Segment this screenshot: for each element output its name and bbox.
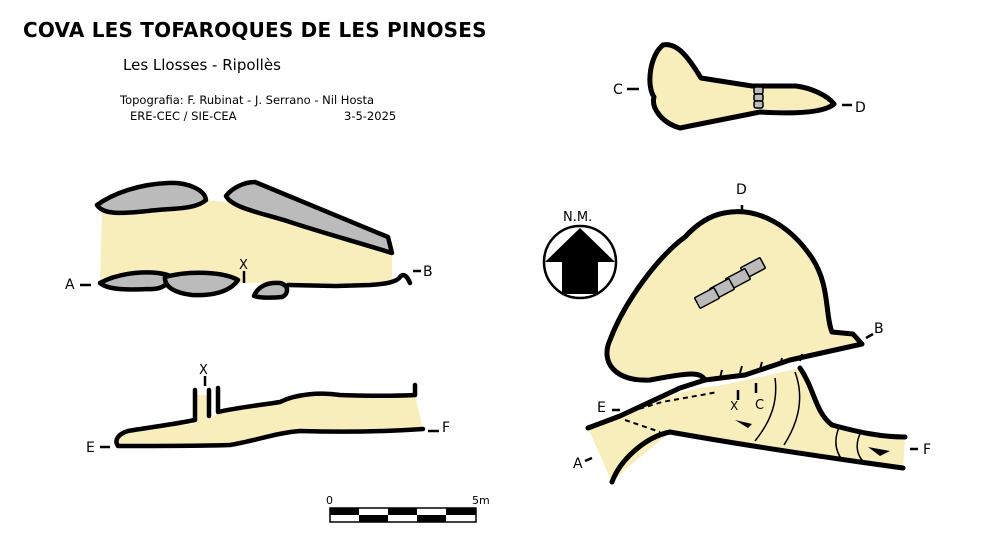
profile-e-f: X E F <box>86 363 450 456</box>
floor-rock-middle <box>162 270 241 298</box>
label-x-ef: X <box>199 363 208 378</box>
scale-bar: 0 5m <box>326 494 490 523</box>
label-d-top: D <box>855 100 866 116</box>
profile-a-b-floor-line <box>285 272 413 289</box>
survey-title: COVA LES TOFAROQUES DE LES PINOSES <box>23 18 487 42</box>
ceiling-rock-left <box>94 180 209 216</box>
scale-start-label: 0 <box>326 494 333 507</box>
label-e-plan: E <box>597 400 606 416</box>
label-c-top: C <box>613 82 623 98</box>
section-c-d-floor <box>647 42 837 131</box>
plan-inner-contours <box>754 371 867 465</box>
floor-rock-small <box>251 280 290 300</box>
label-x-plan: X <box>730 399 738 413</box>
label-e-ef: E <box>86 440 95 456</box>
plan-lower-passage-walls <box>585 365 908 485</box>
plan-dashed-line <box>621 391 719 415</box>
cross-section-c-d: C D <box>613 42 866 131</box>
profile-e-f-ceiling <box>215 382 418 415</box>
label-c-plan: C <box>755 398 764 413</box>
north-label: N.M. <box>563 210 592 225</box>
label-a-plan: A <box>573 456 583 472</box>
label-d-plan: D <box>736 182 747 198</box>
north-arrow-icon <box>545 228 615 294</box>
location-subtitle: Les Llosses - Ripollès <box>123 56 281 74</box>
scale-end-label: 5m <box>472 494 490 507</box>
profile-a-b: X A B <box>65 179 433 300</box>
topography-credits: Topografia: F. Rubinat - J. Serrano - Ni… <box>120 93 375 107</box>
ceiling-rock-right <box>223 179 395 256</box>
profile-e-f-fill <box>117 393 423 445</box>
group-credits: ERE-CEC / SIE-CEA <box>130 109 237 123</box>
label-f-plan: F <box>923 442 931 458</box>
label-b-ab: B <box>423 264 433 280</box>
label-f-ef: F <box>442 420 450 436</box>
plan-slope-hachures <box>719 353 803 379</box>
north-arrow: N.M. <box>542 210 618 300</box>
plan-dashed-line-lower <box>624 419 661 433</box>
plan-block-stack <box>694 257 766 309</box>
section-c-d-blocks <box>753 86 764 109</box>
plan-view: X C D B E A F <box>573 182 931 485</box>
profile-e-f-upper-left-wall <box>114 387 426 449</box>
label-b-plan: B <box>874 321 884 337</box>
label-x-ab: X <box>239 258 248 273</box>
label-a-ab: A <box>65 277 75 293</box>
survey-date: 3-5-2025 <box>344 109 397 123</box>
plan-main-chamber <box>604 209 865 383</box>
